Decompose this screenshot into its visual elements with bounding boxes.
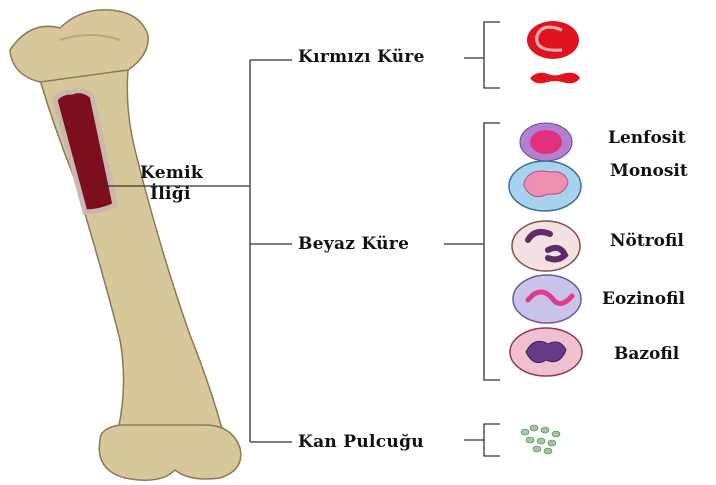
- basophil-cell: [510, 328, 582, 376]
- root-label-line1: Kemik: [140, 163, 203, 183]
- cell-label-basophil: Bazofil: [614, 344, 679, 364]
- rbc-top-view: [527, 21, 579, 59]
- eosinophil-cell: [513, 275, 581, 323]
- lymphocyte-cell: [520, 123, 572, 161]
- branch-label-platelet: Kan Pulcuğu: [298, 432, 424, 452]
- branch-label-white-cell: Beyaz Küre: [298, 234, 409, 254]
- branch-label-red-cell: Kırmızı Küre: [298, 47, 425, 67]
- root-label-line2: İliği: [150, 184, 191, 204]
- rbc-side-view: [530, 73, 580, 84]
- neutrophil-cell: [512, 221, 580, 271]
- cell-label-monocyte: Monosit: [610, 161, 688, 181]
- monocyte-cell: [509, 161, 581, 211]
- platelet-cluster: [521, 425, 560, 454]
- cell-label-lymphocyte: Lenfosit: [608, 128, 686, 148]
- cell-label-neutrophil: Nötrofil: [610, 231, 684, 251]
- cell-label-eosinophil: Eozinofil: [602, 289, 685, 309]
